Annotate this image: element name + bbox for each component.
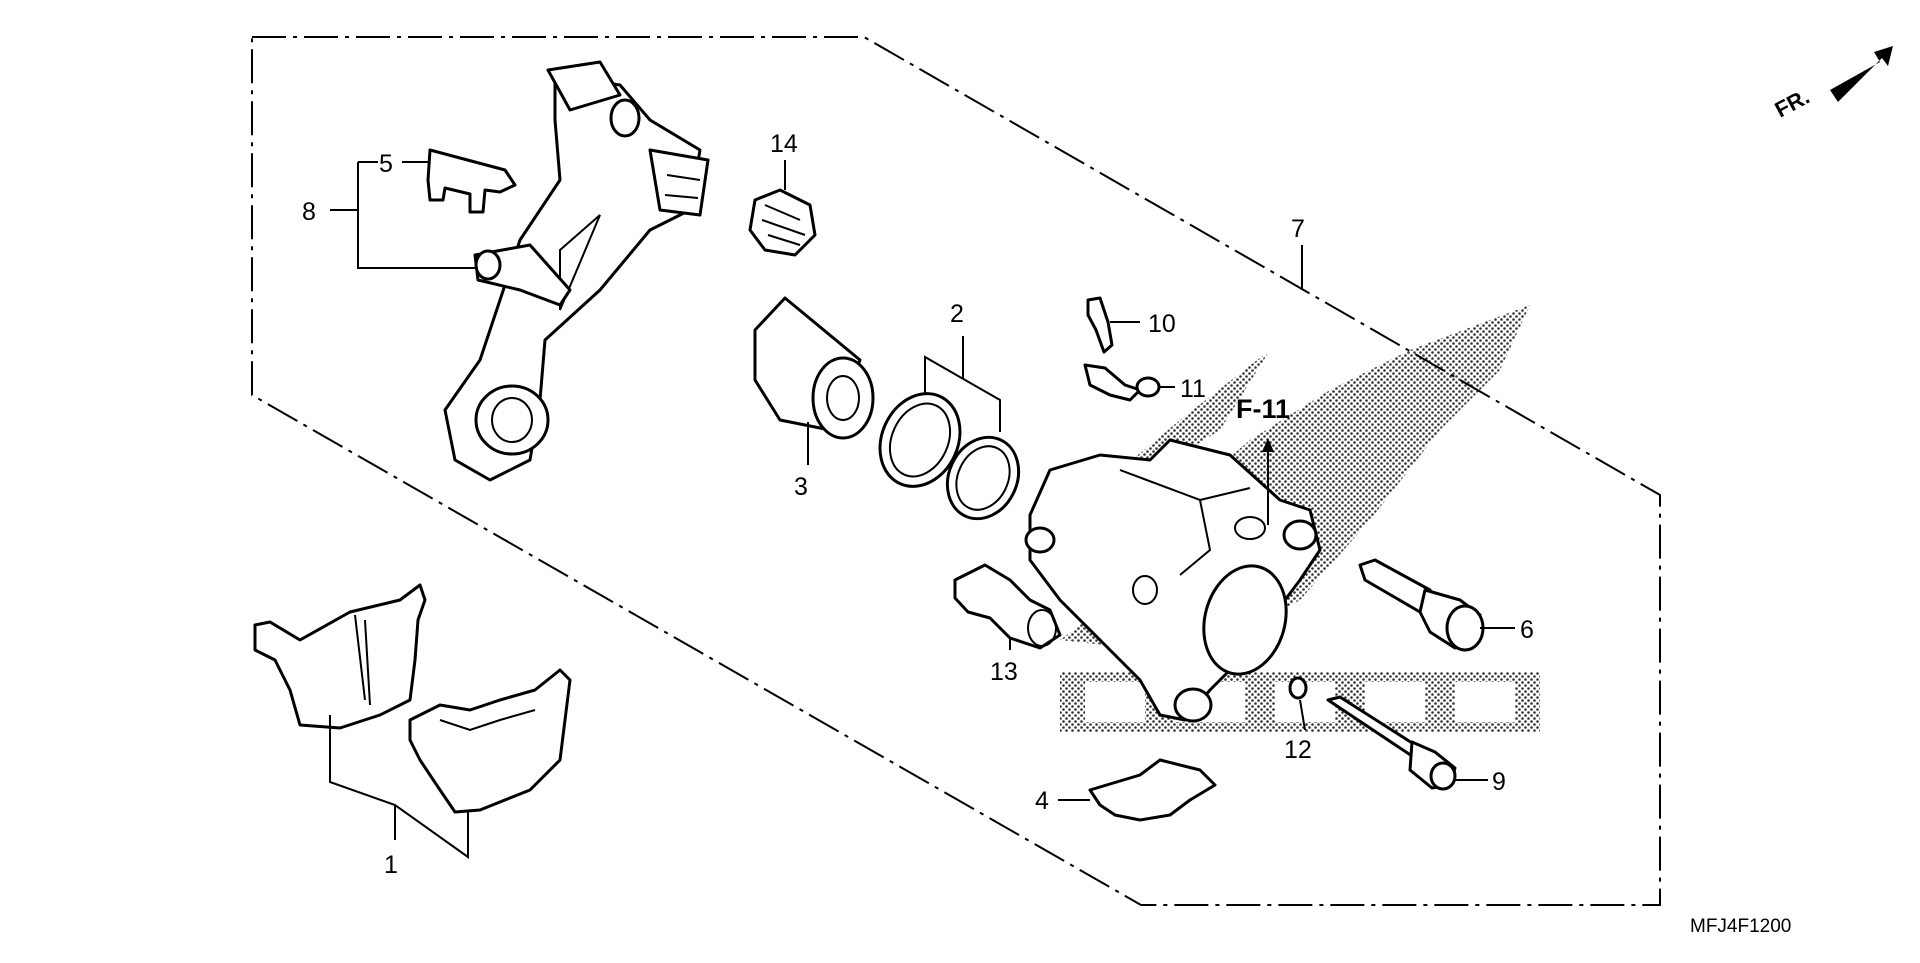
leader-lines	[329, 160, 1515, 859]
bleed-valve-cap	[1083, 363, 1161, 402]
front-direction-marker: FR.	[1771, 46, 1893, 122]
reference-label: F-11	[1236, 394, 1290, 424]
pad-retainer	[426, 148, 517, 214]
caliper-body	[1024, 438, 1322, 723]
callout-2: 2	[950, 300, 964, 328]
callout-11: 11	[1180, 375, 1206, 403]
caliper-piston	[753, 296, 875, 440]
bleed-valve	[1086, 296, 1114, 354]
callout-1: 1	[384, 851, 398, 879]
callout-3: 3	[794, 473, 808, 501]
pad-spring	[1088, 758, 1217, 822]
drawing-code: MFJ4F1200	[1690, 916, 1791, 937]
slide-pin-boot	[953, 563, 1062, 650]
callout-5: 5	[379, 150, 393, 178]
caliper-pin-bolt	[1358, 558, 1485, 652]
callout-8: 8	[302, 198, 316, 226]
callout-10: 10	[1148, 310, 1176, 338]
callout-7: 7	[1291, 215, 1305, 243]
callout-12: 12	[1284, 736, 1312, 764]
caliper-bracket	[443, 60, 710, 482]
front-marker-text: FR.	[1771, 84, 1814, 123]
callout-labels: 1 2 3 4 5 6 7 8 9 10 11 12 13 14 F-11 MF…	[302, 130, 1791, 937]
callout-13: 13	[990, 658, 1018, 686]
pin-plug	[1288, 676, 1308, 700]
piston-seals	[878, 392, 1021, 521]
brake-pads	[253, 583, 572, 814]
callout-4: 4	[1035, 787, 1049, 815]
pad-pin	[1326, 695, 1457, 791]
callout-9: 9	[1492, 768, 1506, 796]
assembly-frame	[251, 36, 1661, 906]
bracket-boot	[748, 188, 817, 257]
callout-14: 14	[770, 130, 798, 158]
callout-6: 6	[1520, 616, 1534, 644]
